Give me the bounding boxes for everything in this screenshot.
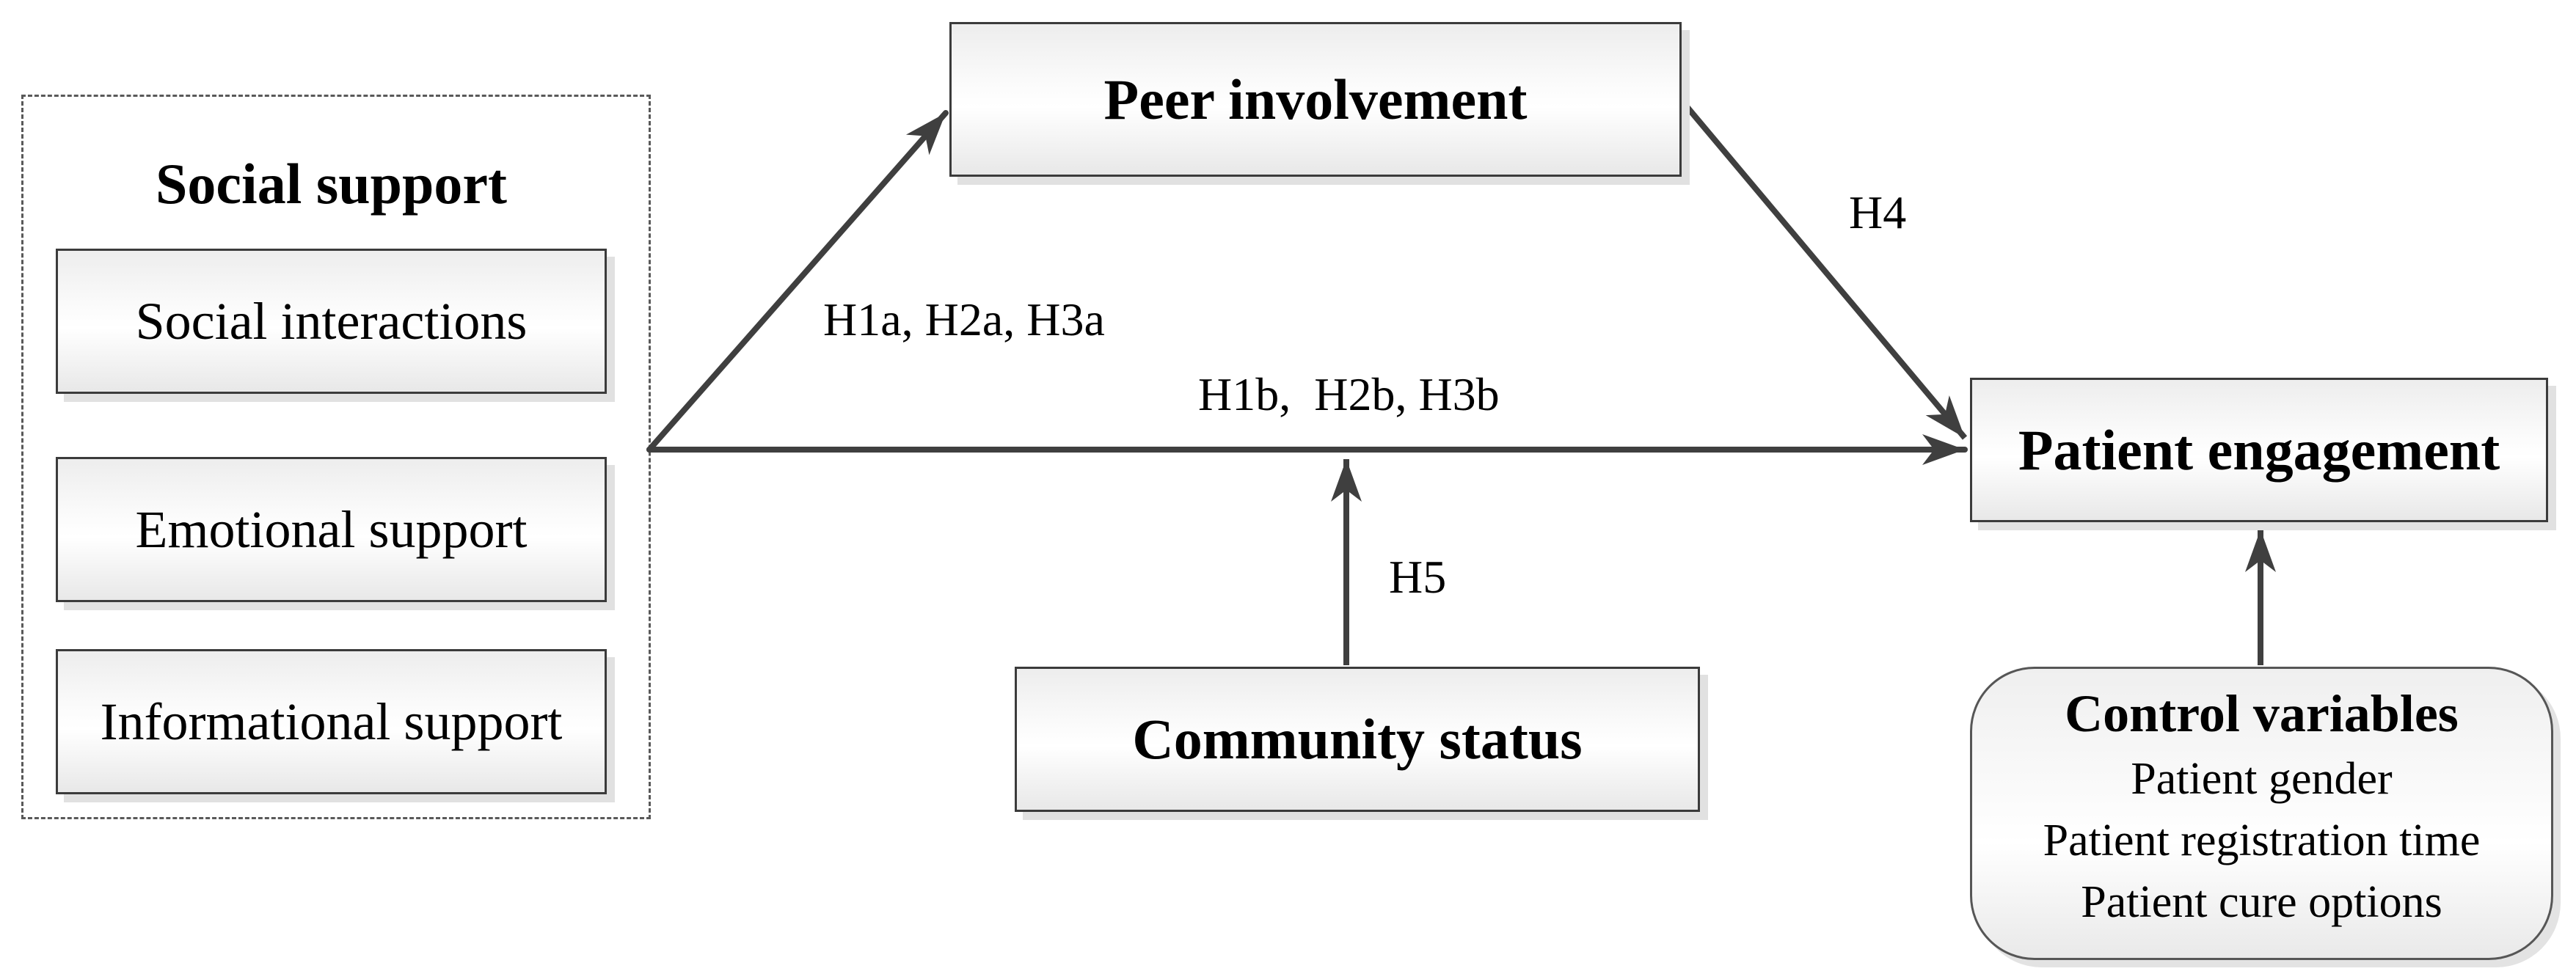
hypothesis-label-h4: H4 bbox=[1849, 186, 1907, 238]
control-variable-item: Patient gender bbox=[2131, 754, 2393, 804]
emotional-support-label: Emotional support bbox=[135, 499, 528, 559]
control-variable-item: Patient registration time bbox=[2043, 816, 2481, 865]
community-status-box: Community status bbox=[1015, 667, 1700, 812]
arrow-peer-to-engagement bbox=[1679, 98, 1968, 440]
hypothesis-label-h5: H5 bbox=[1389, 551, 1447, 603]
informational-support-label: Informational support bbox=[100, 692, 563, 751]
social-interactions-label: Social interactions bbox=[135, 291, 528, 351]
arrow-social-to-peer bbox=[646, 110, 949, 453]
social-interactions-box: Social interactions bbox=[56, 249, 607, 394]
hypothesis-label-h1b: H1b, H2b, H3b bbox=[1198, 368, 1500, 420]
social-support-group bbox=[21, 95, 651, 819]
patient-engagement-box: Patient engagement bbox=[1970, 378, 2548, 522]
emotional-support-box: Emotional support bbox=[56, 457, 607, 602]
social-support-title: Social support bbox=[156, 152, 507, 216]
control-variables-box: Control variables Patient gender Patient… bbox=[1970, 667, 2553, 960]
peer-involvement-label: Peer involvement bbox=[1103, 67, 1528, 131]
hypothesis-label-h1a: H1a, H2a, H3a bbox=[823, 293, 1105, 345]
peer-involvement-box: Peer involvement bbox=[949, 22, 1682, 177]
control-variable-item: Patient cure options bbox=[2081, 877, 2442, 927]
informational-support-box: Informational support bbox=[56, 649, 607, 794]
community-status-label: Community status bbox=[1132, 707, 1583, 771]
control-variables-title: Control variables bbox=[2065, 684, 2459, 743]
patient-engagement-label: Patient engagement bbox=[2018, 417, 2500, 482]
